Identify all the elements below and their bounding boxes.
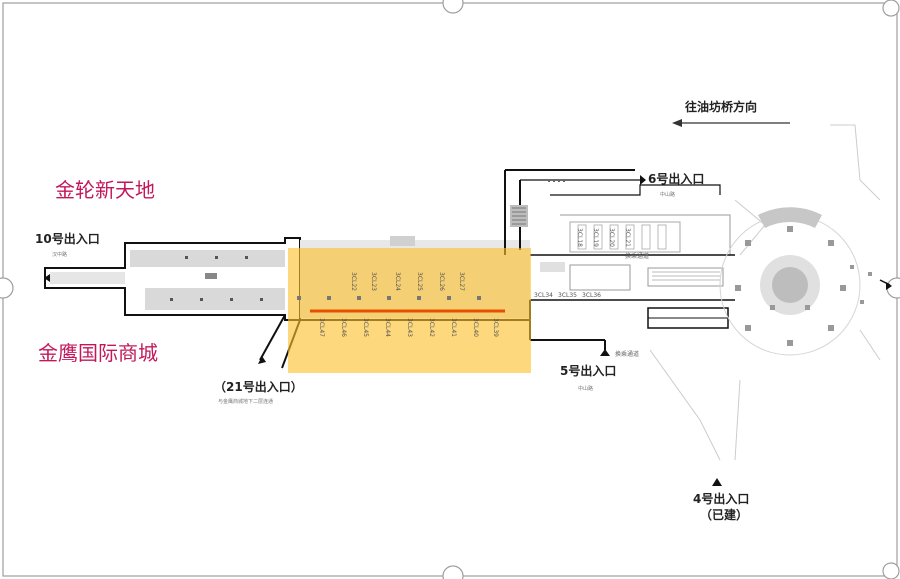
ad-bay-label: 3CL21 — [624, 228, 631, 247]
ad-bay-label: 3CL27 — [458, 272, 465, 291]
ad-bays-upper: 3CL22 3CL23 3CL24 3CL25 3CL26 3CL27 — [350, 272, 465, 291]
ad-bay-label: 3CL46 — [340, 318, 347, 337]
mall-label-bottom: 金鹰国际商城 — [38, 341, 158, 365]
svg-text:6号出入口: 6号出入口 — [648, 171, 704, 186]
ad-bay-label: 3CL36 — [582, 292, 601, 299]
ad-bay-label: 3CL44 — [384, 318, 391, 337]
exit-5-marker: 换乘通道 5号出入口 中山路 — [560, 349, 639, 392]
ad-bay-label: 3CL47 — [318, 318, 325, 337]
ad-bay-label: 3CL35 — [558, 292, 577, 299]
ad-bay-label: 3CL39 — [492, 318, 499, 337]
svg-text:（21号出入口）: （21号出入口） — [214, 379, 303, 394]
exit-10-label: 10号出入口 汉中路 — [35, 231, 100, 258]
ad-bay-label: 3CL25 — [416, 272, 423, 291]
ad-bay-label: 3CL40 — [472, 318, 479, 337]
east-hall: 换乘通道 — [504, 169, 735, 329]
ad-bay-label: 3CL18 — [576, 228, 583, 247]
east-concourse — [649, 124, 892, 461]
mall-label-top: 金轮新天地 — [55, 178, 155, 202]
direction-indicator: 往油坊桥方向 — [672, 99, 790, 127]
svg-text:（已建）: （已建） — [700, 507, 748, 522]
column-markers — [297, 296, 481, 300]
ad-bay-label: 3CL41 — [450, 318, 457, 337]
frame-notch — [442, 565, 464, 579]
svg-text:中山路: 中山路 — [578, 385, 593, 392]
ad-bay-label: 3CL45 — [362, 318, 369, 337]
ad-bay-label: 3CL23 — [370, 272, 377, 291]
ad-bay-label: 3CL20 — [608, 228, 615, 247]
ad-bay-label: 3CL42 — [428, 318, 435, 337]
svg-text:换乘通道: 换乘通道 — [625, 252, 649, 260]
ad-bay-label: 3CL26 — [438, 272, 445, 291]
ad-bay-label: 3CL34 — [534, 292, 553, 299]
ad-bay-label: 3CL19 — [592, 228, 599, 247]
frame-notch — [0, 277, 14, 299]
svg-text:10号出入口: 10号出入口 — [35, 231, 100, 246]
ad-bay-label: 3CL22 — [350, 272, 357, 291]
svg-text:中山路: 中山路 — [660, 191, 675, 198]
svg-text:换乘通道: 换乘通道 — [615, 350, 639, 358]
exit-21-label: （21号出入口） 与金鹰商城地下二层连通 — [214, 379, 303, 405]
exit-4-marker: 4号出入口 （已建） — [693, 478, 749, 522]
exit-6-marker: 6号出入口 中山路 — [640, 171, 704, 198]
ad-bays-right: 3CL18 3CL19 3CL20 3CL21 3CL34 3CL35 3CL3… — [534, 228, 631, 299]
svg-text:5号出入口: 5号出入口 — [560, 363, 616, 378]
svg-text:4号出入口: 4号出入口 — [693, 491, 749, 506]
ad-bay-label: 3CL24 — [394, 272, 401, 291]
ad-bay-label: 3CL43 — [406, 318, 413, 337]
svg-text:汉中路: 汉中路 — [52, 251, 67, 258]
frame-notch — [442, 0, 464, 14]
svg-text:往油坊桥方向: 往油坊桥方向 — [685, 99, 757, 114]
svg-text:与金鹰商城地下二层连通: 与金鹰商城地下二层连通 — [218, 398, 273, 405]
ad-bays-lower: 3CL47 3CL46 3CL45 3CL44 3CL43 3CL42 3CL4… — [318, 318, 499, 337]
west-corridor — [44, 237, 301, 321]
